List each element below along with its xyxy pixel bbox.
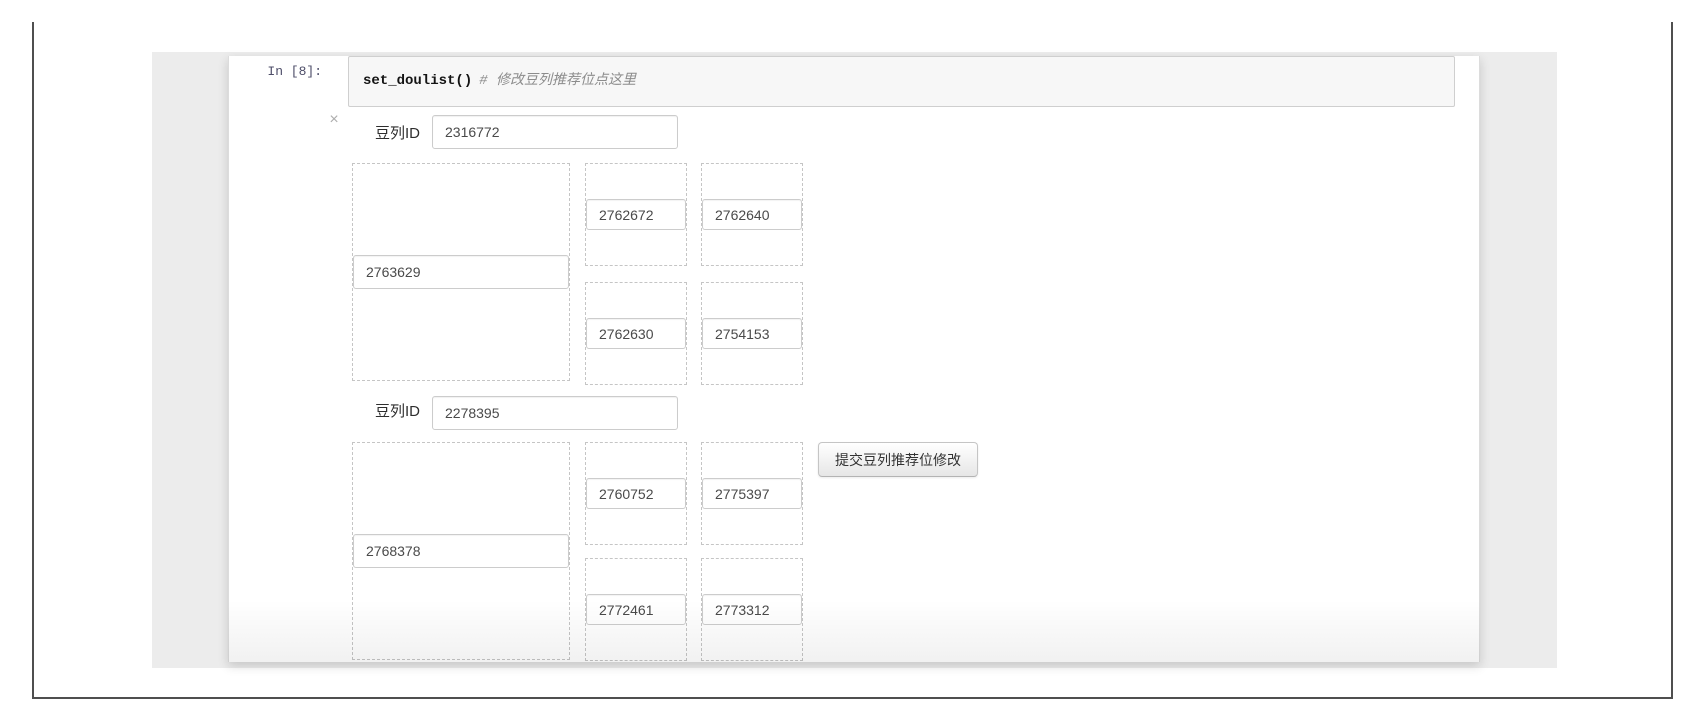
slot-input[interactable]: [586, 199, 686, 230]
slot-input[interactable]: [702, 318, 802, 349]
submit-doulist-button[interactable]: 提交豆列推荐位修改: [818, 442, 978, 477]
main-slot-input[interactable]: [353, 255, 569, 289]
slot-box: [701, 558, 803, 661]
main-slot-input[interactable]: [353, 534, 569, 568]
slot-box: [701, 282, 803, 385]
slot-input[interactable]: [586, 318, 686, 349]
slot-box: [585, 558, 687, 661]
cell-input-prompt: In [8]:: [267, 64, 322, 79]
doulist-id-input[interactable]: [432, 115, 678, 149]
code-comment-text: # 修改豆列推荐位点这里: [479, 73, 637, 89]
code-text: set_doulist(): [363, 73, 473, 89]
slot-input[interactable]: [586, 478, 686, 509]
slot-box: [585, 442, 687, 545]
slot-box: [701, 163, 803, 266]
slot-input[interactable]: [702, 199, 802, 230]
main-slot-box: [352, 442, 570, 660]
slot-input[interactable]: [702, 594, 802, 625]
doulist-id-label: 豆列ID: [375, 125, 421, 142]
doulist-id-label: 豆列ID: [375, 403, 421, 420]
widget-close-icon[interactable]: ×: [329, 111, 339, 128]
code-input-area[interactable]: set_doulist() # 修改豆列推荐位点这里: [348, 56, 1455, 107]
main-slot-box: [352, 163, 570, 381]
slot-box: [585, 282, 687, 385]
window-frame: [32, 22, 1673, 699]
doulist-id-input[interactable]: [432, 396, 678, 430]
slot-input[interactable]: [702, 478, 802, 509]
slot-input[interactable]: [586, 594, 686, 625]
slot-box: [585, 163, 687, 266]
slot-box: [701, 442, 803, 545]
